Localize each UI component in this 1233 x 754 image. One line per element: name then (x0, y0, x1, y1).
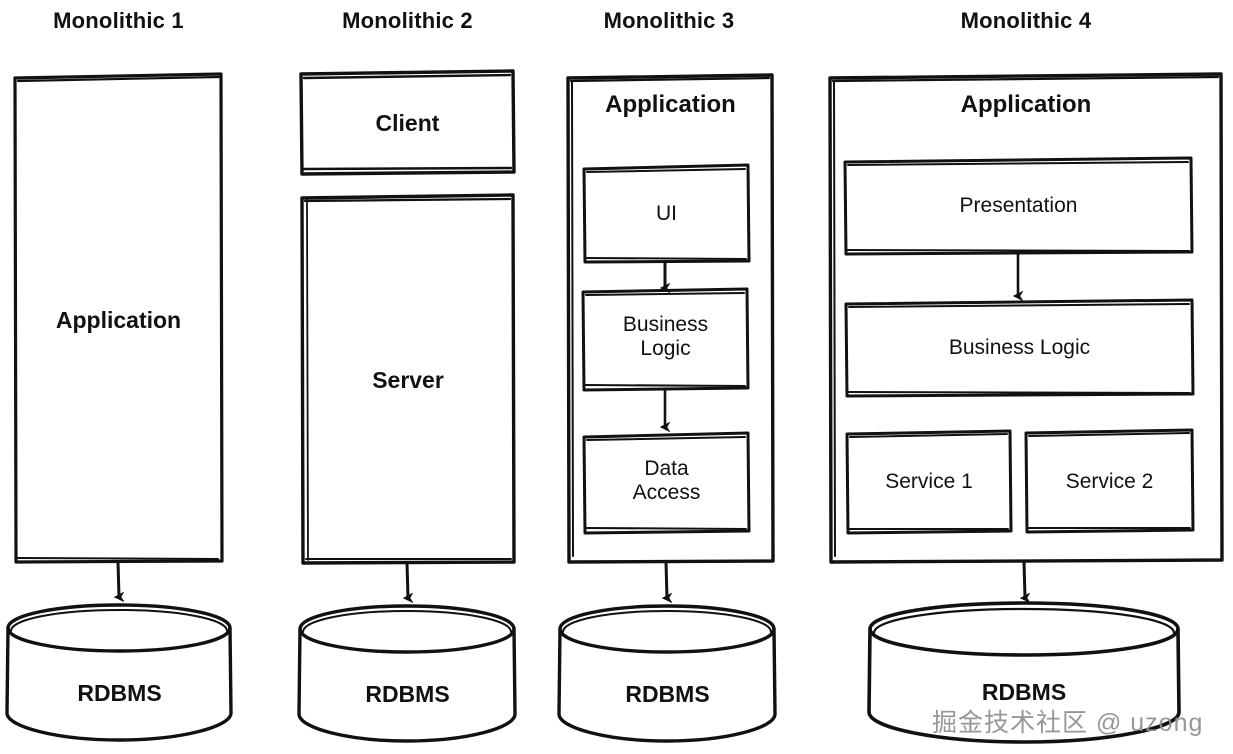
shape-app4-container (828, 72, 1224, 564)
box-label-business-logic-3: Business Logic (622, 313, 709, 360)
container-label-application-4: Application (960, 91, 1092, 118)
shape-db3-cylinder (557, 604, 777, 743)
db-label-rdbms-1: RDBMS (77, 680, 162, 706)
shape-arrow-app3-to-db3 (666, 560, 667, 598)
shape-db2-cylinder (297, 604, 517, 743)
box-label-ui: UI (656, 202, 677, 225)
box-label-server: Server (372, 367, 444, 393)
box-label-service-1: Service 1 (885, 470, 973, 493)
shape-app1-box (13, 72, 224, 564)
column-title-monolithic-3: Monolithic 3 (603, 8, 735, 33)
shape-service2-box (1024, 428, 1195, 534)
box-label-client: Client (375, 110, 440, 136)
column-title-monolithic-2: Monolithic 2 (342, 8, 473, 33)
db-label-rdbms-3: RDBMS (625, 681, 710, 707)
shape-arrow-server-to-db2 (407, 561, 408, 598)
shape-bl4-box (844, 298, 1195, 398)
container-label-application-3: Application (605, 91, 736, 118)
watermark-text: 掘金技术社区 @ uzong (932, 709, 1204, 737)
shape-arrow-app1-to-db1 (118, 560, 119, 597)
shape-da3-box (582, 431, 751, 535)
shape-arrow-app4-to-db4 (1024, 560, 1025, 598)
box-label-application-1: Application (55, 307, 182, 333)
box-label-service-2: Service 2 (1065, 470, 1154, 493)
db-label-rdbms-4: RDBMS (981, 679, 1067, 705)
box-label-data-access-3: Data Access (632, 457, 701, 504)
shape-db1-cylinder (5, 603, 233, 742)
shape-service1-box (845, 429, 1013, 535)
box-label-presentation: Presentation (959, 194, 1078, 217)
column-title-monolithic-1: Monolithic 1 (53, 8, 184, 33)
shape-presentation-box (843, 156, 1194, 256)
shape-ui-box (582, 163, 751, 264)
box-label-business-logic-4: Business Logic (948, 336, 1091, 359)
db-label-rdbms-2: RDBMS (365, 681, 450, 707)
shape-client-box (299, 69, 516, 176)
shape-bl3-box (581, 287, 750, 392)
shape-server-box (300, 193, 516, 565)
shape-db4-cylinder (867, 601, 1181, 744)
column-title-monolithic-4: Monolithic 4 (960, 8, 1092, 33)
shape-app3-container (566, 73, 775, 564)
